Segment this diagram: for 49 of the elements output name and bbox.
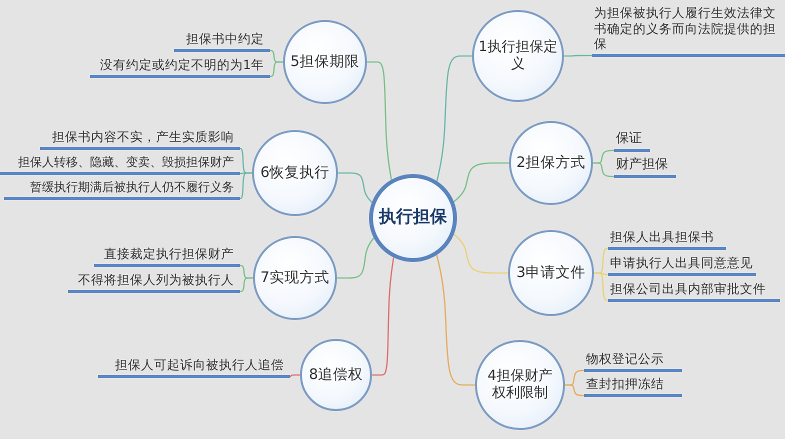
underlined-leaf — [584, 350, 682, 372]
bracket-connector — [240, 172, 252, 200]
bracket-connector — [593, 162, 614, 178]
branch-connector — [436, 254, 475, 386]
underlined-leaf — [174, 30, 270, 52]
bracket-connector — [594, 272, 608, 302]
branch-connector — [338, 172, 372, 203]
underlined-leaf — [608, 281, 780, 302]
leaf-text: 查封扣押冻结 — [586, 376, 664, 392]
leaf-text: 不得将担保人列为被执行人 — [78, 272, 234, 288]
leaf-text: 担保公司出具内部审批文件 — [610, 281, 766, 297]
topic-text: 6恢复执行 — [260, 164, 330, 182]
leaf-text: 没有约定或约定不明的为1年 — [100, 57, 264, 73]
bracket-connector — [240, 277, 253, 292]
underlined-leaf — [608, 229, 726, 250]
bracket-connector — [290, 374, 300, 378]
branch-connector — [337, 238, 374, 279]
underlined-leaf — [614, 157, 676, 178]
topic-text: 执行担保 — [379, 207, 447, 229]
underlined-leaf — [614, 131, 650, 152]
leaf-text: 为担保被执行人履行生效法律文书确定的义务而向法院提供的担保 — [594, 5, 777, 52]
leaf-text: 直接裁定执行担保财产 — [104, 246, 234, 262]
leaf-text: 物权登记公示 — [586, 351, 664, 367]
topic-text: 2担保方式 — [516, 154, 586, 172]
branch-connector — [372, 257, 394, 376]
leaf-text: 申请执行人出具同意意见 — [610, 255, 753, 271]
underlined-leaf — [608, 255, 756, 276]
topic-text: 4担保财产权利限制 — [486, 368, 554, 402]
underlined-leaf — [584, 375, 682, 397]
topic-text: 3申请文件 — [516, 264, 586, 282]
leaf-text: 担保人转移、隐藏、变卖、毁损担保财产 — [18, 155, 234, 170]
branch-connector — [453, 162, 509, 202]
branch-connector — [367, 61, 392, 180]
topic-text: 5担保期限 — [290, 52, 360, 72]
branch-connector — [453, 234, 508, 274]
bracket-connector — [564, 54, 592, 57]
topic-text: 7实现方式 — [260, 268, 330, 288]
bracket-connector — [270, 61, 283, 78]
leaf-text: 担保人可起诉向被执行人追偿 — [115, 357, 284, 373]
leaf-text: 财产担保 — [616, 156, 668, 173]
topic-text: 1执行担保定义 — [478, 38, 558, 74]
leaf-text: 暂缓执行期满后被执行人仍不履行义务 — [30, 180, 234, 195]
topic-text: 8追偿权 — [308, 366, 364, 384]
branch-connector — [436, 55, 472, 182]
leaf-text: 担保书内容不实，产生实质影响 — [52, 129, 234, 145]
leaf-text: 担保人出具担保书 — [610, 229, 714, 245]
leaf-text: 担保书中约定 — [186, 31, 264, 47]
leaf-text: 保证 — [616, 130, 642, 147]
bracket-connector — [565, 384, 584, 396]
